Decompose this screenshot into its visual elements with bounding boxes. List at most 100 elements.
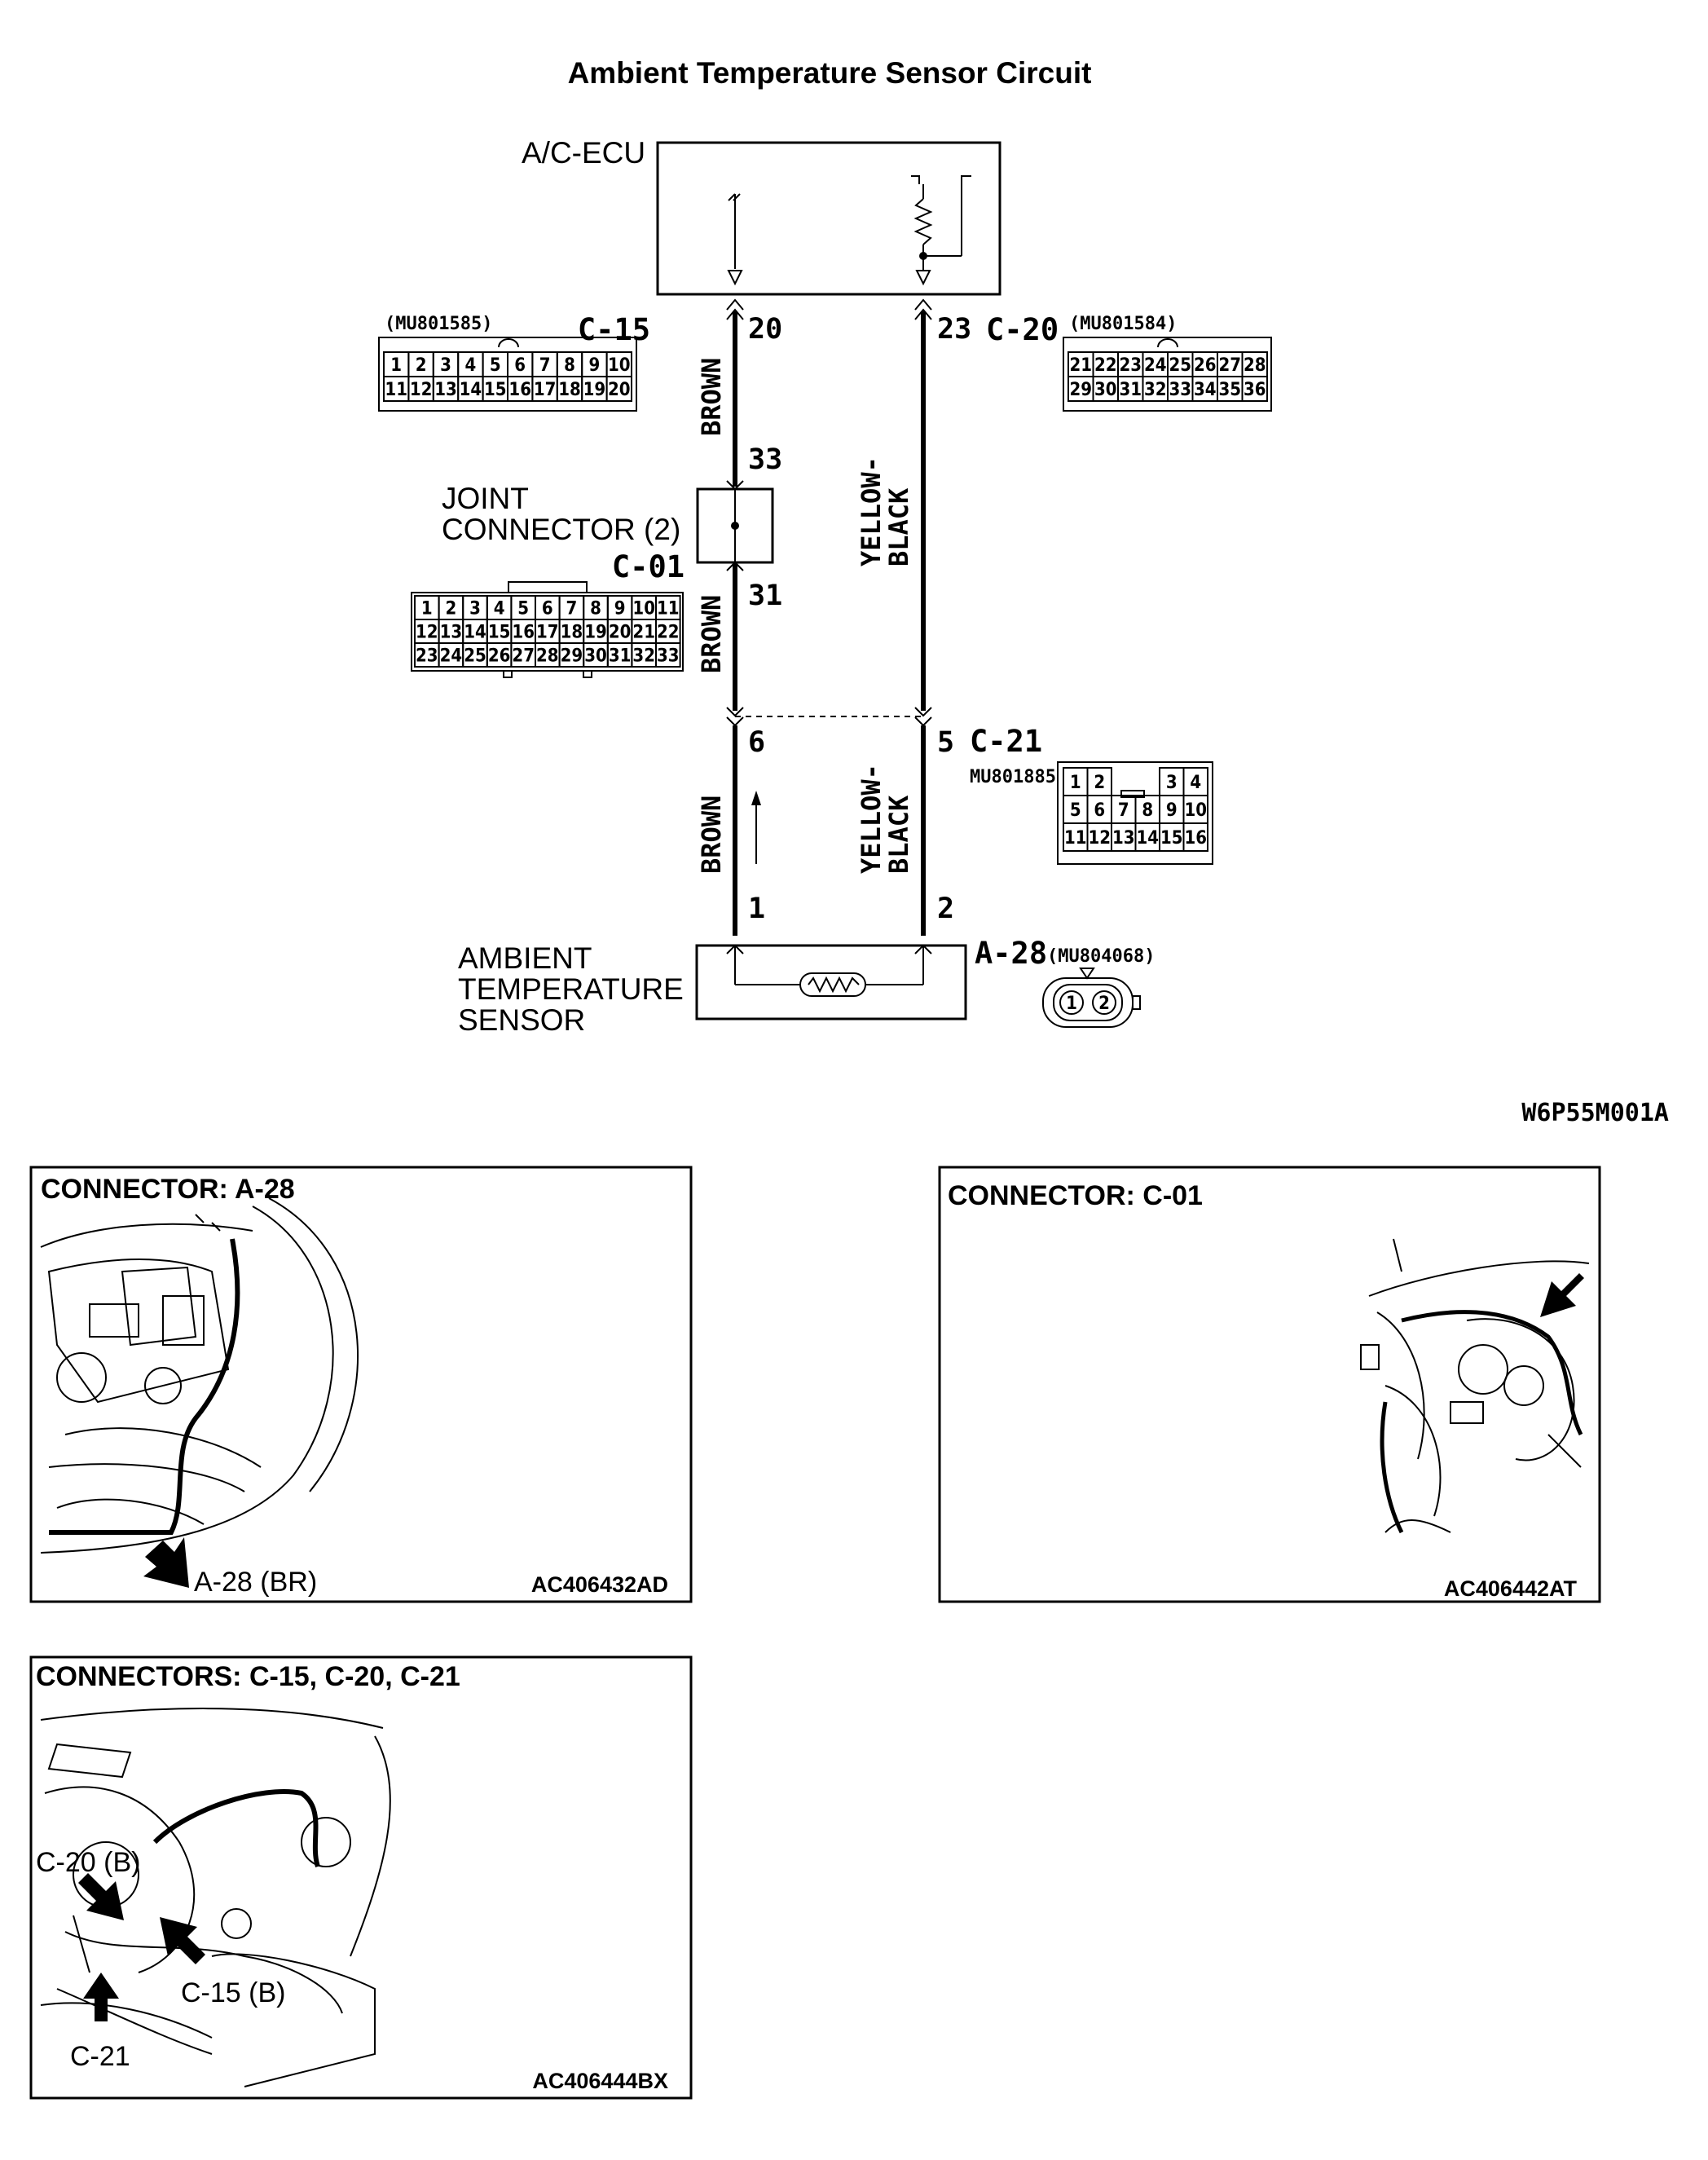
c20-pin-23: 23 [1119,355,1142,376]
c20-pin-30: 30 [1094,380,1117,400]
c15-pin-5: 5 [490,355,501,376]
c20-pin-28: 28 [1244,355,1266,376]
a28-pin-1: 1 [1066,994,1077,1014]
harness-c15 [152,1789,320,1867]
sensor-label-2: TEMPERATURE [458,972,684,1006]
c20-pin-36: 36 [1244,380,1266,400]
c01-pin-29: 29 [561,646,583,667]
c21-part-number: MU801885 [970,767,1056,787]
pin-31: 31 [748,580,782,612]
pin-6: 6 [748,726,765,759]
c01-pin-8: 8 [590,599,601,619]
c01-pin-10: 10 [632,599,655,619]
panel-connector-a28: CONNECTOR: A-28 A-28 (BR) AC406432AD [29,1166,693,1603]
c01-pin-30: 30 [584,646,607,667]
engine-bay-illustration [40,1197,359,1554]
c01-arrow [1540,1273,1584,1317]
c15-part-number: (MU801585) [385,314,492,334]
c01-pin-27: 27 [512,646,535,667]
c21-arrow [83,1973,119,2021]
c21-pin-15: 15 [1160,828,1183,849]
c15-pin-11: 11 [385,380,407,400]
panel-c01-code: AC406442AT [1444,1576,1578,1601]
wire-label-brown-lower: BROWN [696,796,727,874]
wire-label-yellow-black-lower-2: BLACK [883,795,914,874]
c20-pin-24: 24 [1144,355,1167,376]
pin-2: 2 [937,893,954,925]
dashboard-illustration-c01 [1360,1238,1590,1533]
a28-pin-2: 2 [1098,994,1110,1014]
ecu-pin-marks [726,298,932,320]
c21-pin-13: 13 [1112,828,1135,849]
c21-pin-6: 6 [1094,800,1105,821]
wire-label-brown-middle: BROWN [696,595,727,673]
c01-pin-12: 12 [416,623,438,643]
c01-pin-11: 11 [657,599,680,619]
c15-pin-12: 12 [410,380,433,400]
panel-c15-callout-c20: C-20 (B) [36,1847,140,1878]
c21-pin-1: 1 [1070,773,1081,793]
c01-pin-1: 1 [421,599,433,619]
pin-33: 33 [748,443,782,476]
c21-pin-8: 8 [1142,800,1153,821]
ac-ecu: A/C-ECU [522,136,1001,296]
wire-label-yellow-black-upper-2: BLACK [883,487,914,566]
c15-pin-1: 1 [390,355,402,376]
c01-pin-28: 28 [536,646,559,667]
c01-pin-6: 6 [542,599,553,619]
panel-c15-callout-c15: C-15 (B) [181,1977,285,2008]
c01-pin-20: 20 [609,623,632,643]
c20-pin-25: 25 [1169,355,1191,376]
c01-cell [655,642,681,668]
c21-pin-14: 14 [1136,828,1159,849]
c21-pin-7: 7 [1118,800,1129,821]
c20-pin-32: 32 [1144,380,1167,400]
current-direction-arrow [751,791,761,864]
c01-pin-7: 7 [566,599,578,619]
diagram-title: Ambient Temperature Sensor Circuit [568,56,1092,90]
pin-1: 1 [748,893,765,925]
c01-pin-25: 25 [464,646,486,667]
c21-pin-2: 2 [1094,773,1105,793]
c15-pin-14: 14 [460,380,482,400]
c01-pin-23: 23 [416,646,438,667]
harness-a28 [49,1238,240,1535]
c15-pin-2: 2 [416,355,427,376]
c01-pin-15: 15 [488,623,511,643]
c15-pin-4: 4 [465,355,477,376]
panel-c15-callout-c21: C-21 [70,2041,130,2072]
c20-pin-34: 34 [1194,380,1217,400]
c21-cell [1182,822,1208,852]
c01-pin-22: 22 [657,623,680,643]
c21-pin-3: 3 [1166,773,1178,793]
c20-pin-31: 31 [1119,380,1142,400]
panel-a28-code: AC406432AD [531,1572,668,1597]
c21-pin-9: 9 [1166,800,1178,821]
c15-cell [605,376,632,402]
c01-pin-3: 3 [469,599,481,619]
c20-pin-21: 21 [1069,355,1092,376]
c15-pin-18: 18 [558,380,581,400]
c01-pin-21: 21 [632,623,655,643]
c21-pin-12: 12 [1088,828,1111,849]
c15-pin-3: 3 [440,355,451,376]
connector-c01-label: C-01 [612,549,685,584]
c20-pin-33: 33 [1169,380,1191,400]
c01-pin-18: 18 [561,623,583,643]
c20-arrow [78,1873,124,1920]
c21-inline-connector: 6 5 C-21 [726,707,1042,759]
c20-pin-26: 26 [1194,355,1217,376]
c01-pin-19: 19 [584,623,607,643]
c20-cell [1241,376,1268,402]
ambient-temperature-sensor: AMBIENT TEMPERATURE SENSOR [458,941,967,1037]
pin-5: 5 [937,726,954,759]
sensor-label-3: SENSOR [458,1003,585,1037]
connector-a28-label: A-28 [975,936,1047,971]
c21-pin-16: 16 [1184,828,1207,849]
joint-label-1: JOINT [442,482,529,515]
c15-pin-20: 20 [608,380,631,400]
